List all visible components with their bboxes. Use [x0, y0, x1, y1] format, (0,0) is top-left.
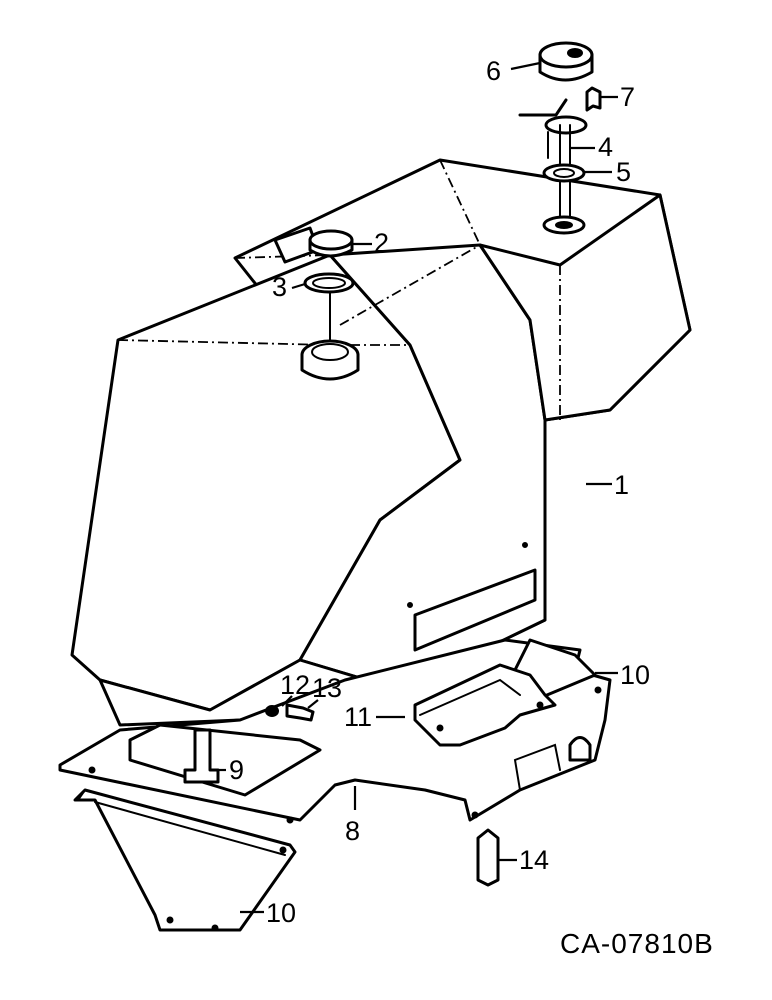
callout-11: 11 — [344, 702, 372, 732]
callout-1: 1 — [614, 470, 629, 500]
callout-13: 13 — [312, 673, 342, 703]
sender-mount-flange — [542, 215, 586, 235]
callout-9: 9 — [229, 755, 244, 785]
leader-lines — [210, 61, 618, 914]
callout-3: 3 — [272, 272, 287, 302]
sender-cover — [538, 41, 594, 82]
washer — [265, 705, 279, 717]
strap — [476, 828, 500, 887]
bracket-10-lower — [73, 788, 297, 932]
channel-bracket — [413, 663, 557, 747]
callout-8: 8 — [345, 816, 360, 846]
bolt — [285, 703, 315, 722]
callout-12: 12 — [280, 670, 310, 700]
callouts: 1 2 3 4 5 6 7 8 9 10 10 11 12 13 14 — [229, 56, 650, 928]
callout-4: 4 — [598, 132, 613, 162]
o-ring — [303, 272, 355, 294]
fuel-cap — [308, 229, 354, 258]
callout-7: 7 — [620, 82, 635, 112]
callout-14: 14 — [519, 845, 549, 875]
callout-2: 2 — [374, 228, 389, 258]
fuel-tank — [70, 158, 692, 727]
callout-10-lower: 10 — [266, 898, 296, 928]
clip — [585, 86, 602, 112]
callout-10-upper: 10 — [620, 660, 650, 690]
filler-neck — [300, 339, 360, 381]
drawing-number: CA-07810B — [560, 928, 714, 959]
callout-5: 5 — [616, 157, 631, 187]
bracket-9 — [183, 728, 220, 784]
callout-6: 6 — [486, 56, 501, 86]
sender-gasket — [542, 163, 586, 183]
